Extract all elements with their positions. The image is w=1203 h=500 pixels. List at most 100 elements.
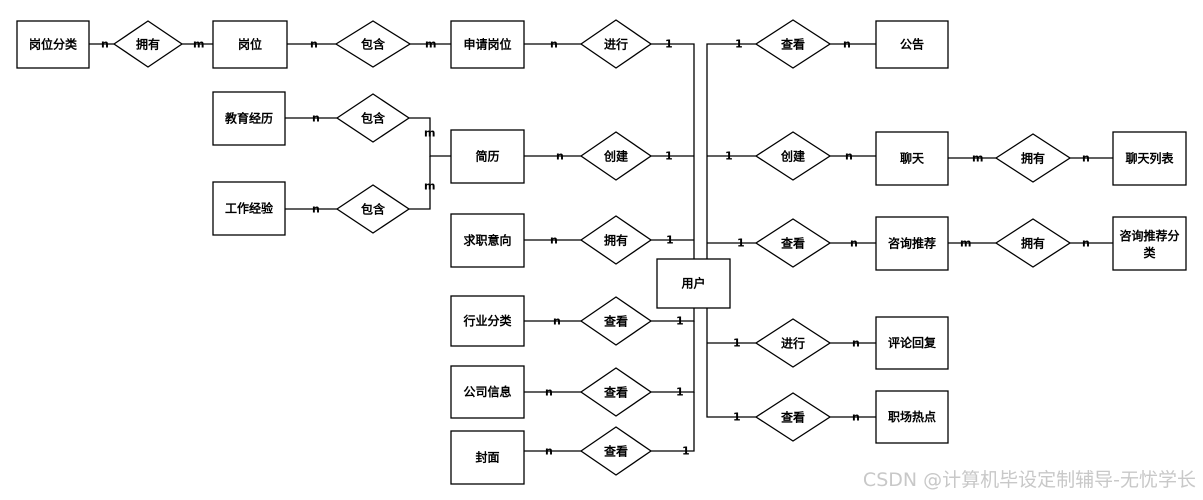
line-user-announce [706, 43, 756, 259]
rel-work-resume[interactable]: 包含 [335, 184, 411, 234]
entity-post[interactable]: 岗位 [212, 20, 288, 69]
card-label: n [852, 411, 860, 424]
card-label: n [852, 337, 860, 350]
line-user-commentrel [706, 308, 756, 418]
entity-education[interactable]: 教育经历 [212, 91, 286, 146]
rel-user-announcement[interactable]: 查看 [754, 19, 832, 69]
entity-label: 咨询推荐 [888, 236, 936, 251]
rel-label: 查看 [603, 444, 628, 459]
card-label: n [312, 203, 320, 216]
rel-consult-category[interactable]: 拥有 [994, 218, 1072, 268]
entity-cover[interactable]: 封面 [450, 430, 525, 485]
card-label: 1 [735, 38, 743, 51]
entity-company-info[interactable]: 公司信息 [450, 365, 525, 419]
rel-label: 进行 [604, 37, 628, 52]
entity-apply-post[interactable]: 申请岗位 [450, 20, 525, 69]
rel-intention-user[interactable]: 拥有 [579, 215, 653, 265]
card-label: m [960, 237, 971, 250]
line-rel-user-5 [651, 321, 695, 393]
rel-label: 拥有 [604, 233, 628, 248]
entity-chat-list[interactable]: 聊天列表 [1112, 131, 1187, 186]
entity-comment-reply[interactable]: 评论回复 [875, 316, 949, 370]
entity-label: 求职意向 [463, 233, 511, 248]
entity-chat[interactable]: 聊天 [875, 131, 949, 186]
rel-label: 创建 [603, 149, 629, 164]
rel-label: 进行 [781, 336, 805, 351]
card-label: n [553, 315, 561, 328]
card-label: 1 [682, 445, 690, 458]
entity-post-category[interactable]: 岗位分类 [16, 20, 90, 69]
entity-label: 岗位 [238, 37, 262, 52]
rel-user-comment[interactable]: 进行 [754, 318, 832, 368]
card-label: 1 [665, 38, 673, 51]
rel-label: 创建 [780, 149, 806, 164]
card-label: n [556, 150, 564, 163]
entity-label: 申请岗位 [463, 37, 511, 52]
rel-label: 拥有 [1021, 151, 1045, 166]
rel-apply-user[interactable]: 进行 [579, 19, 653, 69]
entity-label-line1: 咨询推荐分 [1119, 228, 1179, 243]
entity-industry-category[interactable]: 行业分类 [450, 295, 525, 347]
entity-work-experience[interactable]: 工作经验 [212, 181, 286, 236]
entity-label: 简历 [475, 149, 499, 164]
entity-label: 教育经历 [224, 111, 273, 126]
line-rel-resume-b [409, 156, 431, 210]
rel-label: 包含 [360, 202, 386, 217]
card-label: 1 [733, 337, 741, 350]
entity-workplace-hot[interactable]: 职场热点 [875, 390, 949, 444]
rel-cover-user[interactable]: 查看 [579, 426, 653, 476]
cardinality-labels: n m n m n 1 1 n n m m n n 1 1 n m n n 1 … [101, 38, 1090, 458]
line-rel-resume-a [409, 117, 451, 157]
entity-label-line2: 类 [1143, 245, 1156, 260]
entity-label: 评论回复 [888, 335, 937, 350]
entity-resume[interactable]: 简历 [450, 129, 525, 184]
card-label: n [850, 237, 858, 250]
line-rel-user-6 [651, 392, 695, 452]
rel-industry-user[interactable]: 查看 [579, 296, 653, 346]
entity-consult-recommend-category[interactable]: 咨询推荐分 类 [1112, 216, 1187, 271]
card-label: n [545, 445, 553, 458]
rel-company-user[interactable]: 查看 [579, 367, 653, 417]
rel-post-apply[interactable]: 包含 [334, 20, 412, 68]
card-label: m [193, 38, 204, 51]
rel-education-resume[interactable]: 包含 [335, 93, 411, 143]
card-label: n [550, 38, 558, 51]
card-label: m [972, 152, 983, 165]
entity-user[interactable]: 用户 [656, 258, 731, 309]
card-label: n [1082, 237, 1090, 250]
rel-chat-list[interactable]: 拥有 [994, 133, 1072, 183]
entity-label: 职场热点 [888, 409, 936, 424]
card-label: 1 [676, 315, 684, 328]
entity-label: 聊天列表 [1125, 151, 1174, 166]
card-label: 1 [725, 150, 733, 163]
card-label: 1 [676, 386, 684, 399]
entity-consult-recommend[interactable]: 咨询推荐 [875, 216, 949, 271]
rel-user-consult[interactable]: 查看 [754, 218, 832, 268]
card-label: n [843, 38, 851, 51]
entity-label: 岗位分类 [29, 37, 78, 52]
connector-lines [89, 43, 1113, 452]
card-label: n [845, 150, 853, 163]
card-label: n [310, 38, 318, 51]
card-label: 1 [666, 234, 674, 247]
card-label: m [424, 180, 435, 193]
rel-label: 包含 [360, 37, 386, 52]
rel-label: 查看 [780, 37, 805, 52]
line-rel-user-1 [651, 43, 695, 259]
card-label: n [550, 234, 558, 247]
entity-label: 聊天 [900, 151, 925, 166]
rel-label: 拥有 [136, 37, 160, 52]
entity-label: 行业分类 [462, 313, 512, 328]
rel-label: 查看 [780, 410, 805, 425]
entity-label: 公告 [900, 37, 924, 52]
rel-resume-user[interactable]: 创建 [579, 131, 653, 181]
rel-postcat-post[interactable]: 拥有 [112, 20, 184, 68]
entity-announcement[interactable]: 公告 [875, 20, 949, 69]
card-label: n [1082, 152, 1090, 165]
watermark: CSDN @计算机毕设定制辅导-无忧学长 [863, 469, 1196, 491]
rel-user-hot[interactable]: 查看 [754, 392, 832, 442]
entity-label: 公司信息 [463, 384, 511, 399]
entity-job-intention[interactable]: 求职意向 [450, 213, 525, 268]
rel-user-chat[interactable]: 创建 [754, 131, 832, 181]
rel-label: 查看 [603, 314, 628, 329]
